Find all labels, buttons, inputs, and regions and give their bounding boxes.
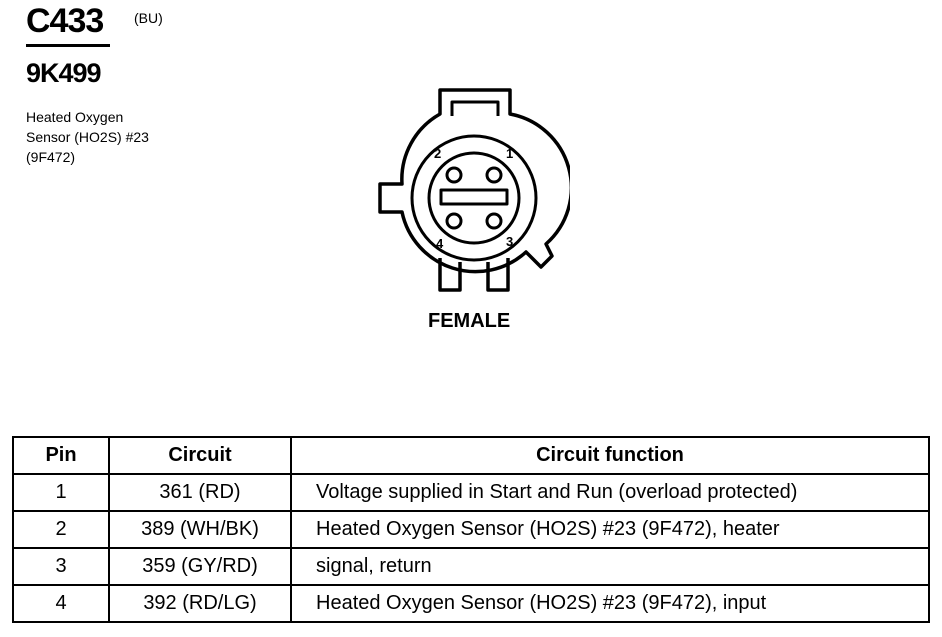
cell-pin: 4 bbox=[12, 584, 110, 623]
center-key-bar bbox=[439, 188, 509, 206]
connector-housing-outline bbox=[378, 88, 570, 274]
pin-label-2: 2 bbox=[434, 146, 441, 161]
cell-pin: 2 bbox=[12, 510, 110, 549]
cell-function: Heated Oxygen Sensor (HO2S) #23 (9F472),… bbox=[290, 510, 930, 549]
connector-face-diagram: 2 1 4 3 bbox=[378, 88, 570, 292]
table-row: 3 359 (GY/RD) signal, return bbox=[12, 547, 930, 586]
pin-label-1: 1 bbox=[506, 146, 513, 161]
connector-inner-ring bbox=[410, 134, 538, 262]
bottom-tab-right bbox=[486, 258, 510, 292]
cell-function: Heated Oxygen Sensor (HO2S) #23 (9F472),… bbox=[290, 584, 930, 623]
cell-circuit: 389 (WH/BK) bbox=[108, 510, 292, 549]
cell-circuit: 361 (RD) bbox=[108, 473, 292, 512]
table-header-row: Pin Circuit Circuit function bbox=[12, 436, 930, 475]
connector-id: C433 bbox=[26, 2, 104, 40]
title-underline bbox=[26, 44, 110, 47]
connector-latch-inner bbox=[450, 100, 500, 116]
description-line-2: Sensor (HO2S) #23 bbox=[26, 129, 149, 145]
cell-function: Voltage supplied in Start and Run (overl… bbox=[290, 473, 930, 512]
connector-color-code: (BU) bbox=[134, 10, 163, 26]
header-circuit-function: Circuit function bbox=[290, 436, 930, 475]
pin-cavity bbox=[427, 151, 521, 245]
header-circuit: Circuit bbox=[108, 436, 292, 475]
connector-gender-label: FEMALE bbox=[428, 310, 511, 332]
cell-circuit: 392 (RD/LG) bbox=[108, 584, 292, 623]
header-pin: Pin bbox=[12, 436, 110, 475]
cell-circuit: 359 (GY/RD) bbox=[108, 547, 292, 586]
bottom-tab-left bbox=[438, 258, 462, 292]
cell-pin: 3 bbox=[12, 547, 110, 586]
part-number: 9K499 bbox=[26, 58, 102, 88]
description-line-1: Heated Oxygen bbox=[26, 109, 124, 125]
pin-hole-4 bbox=[445, 212, 463, 230]
pin-label-3: 3 bbox=[506, 234, 513, 249]
table-row: 4 392 (RD/LG) Heated Oxygen Sensor (HO2S… bbox=[12, 584, 930, 623]
pin-hole-1 bbox=[485, 166, 503, 184]
pin-label-4: 4 bbox=[436, 236, 444, 251]
table-row: 1 361 (RD) Voltage supplied in Start and… bbox=[12, 473, 930, 512]
pinout-table: Pin Circuit Circuit function 1 361 (RD) … bbox=[12, 436, 930, 623]
description-line-3: (9F472) bbox=[26, 149, 76, 165]
table-row: 2 389 (WH/BK) Heated Oxygen Sensor (HO2S… bbox=[12, 510, 930, 549]
pin-hole-2 bbox=[445, 166, 463, 184]
pin-hole-3 bbox=[485, 212, 503, 230]
component-description: Heated Oxygen Sensor (HO2S) #23 (9F472) bbox=[26, 107, 149, 167]
cell-pin: 1 bbox=[12, 473, 110, 512]
cell-function: signal, return bbox=[290, 547, 930, 586]
